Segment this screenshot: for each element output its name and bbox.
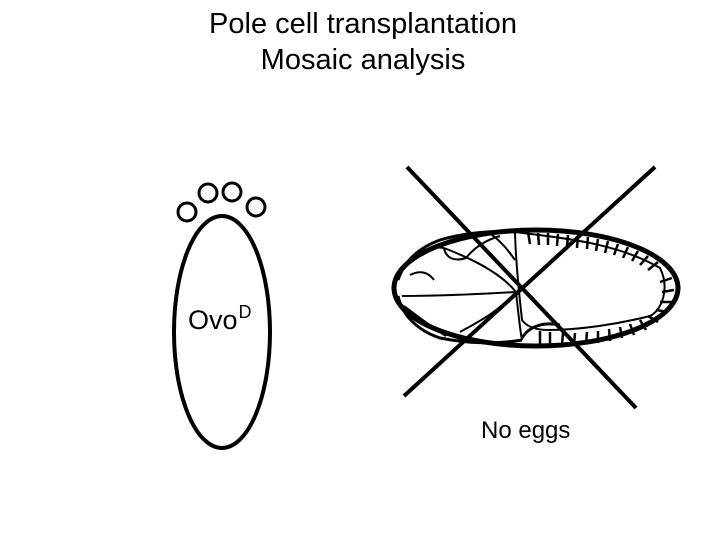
oocyte-boundary: [513, 230, 666, 332]
pole-cell: [176, 201, 198, 223]
title-line-1: Pole cell transplantation: [209, 8, 517, 40]
title-line-2: Mosaic analysis: [260, 44, 466, 76]
pole-cell: [221, 181, 243, 203]
genotype-superscript: D: [238, 302, 252, 322]
cross-line-2: [402, 165, 657, 398]
egg-chamber-outline: [391, 227, 681, 349]
cross-out-mark: [402, 165, 657, 410]
genotype-base: Ovo: [188, 305, 238, 335]
follicle-cells-bottom: [538, 276, 675, 346]
genotype-label: OvoD: [188, 296, 252, 336]
result-label: No eggs: [481, 417, 571, 444]
pole-cell: [197, 182, 219, 204]
title-block: Pole cell transplantation Mosaic analysi…: [0, 6, 720, 78]
embryo-outline: [172, 214, 272, 450]
donor-embryo: [172, 181, 272, 450]
nurse-chamber-edge-lower: [396, 295, 523, 345]
follicle-cells-top: [526, 231, 659, 271]
egg-chamber: [391, 227, 681, 349]
pole-cell: [245, 196, 267, 218]
nurse-chamber-edge: [396, 230, 516, 281]
